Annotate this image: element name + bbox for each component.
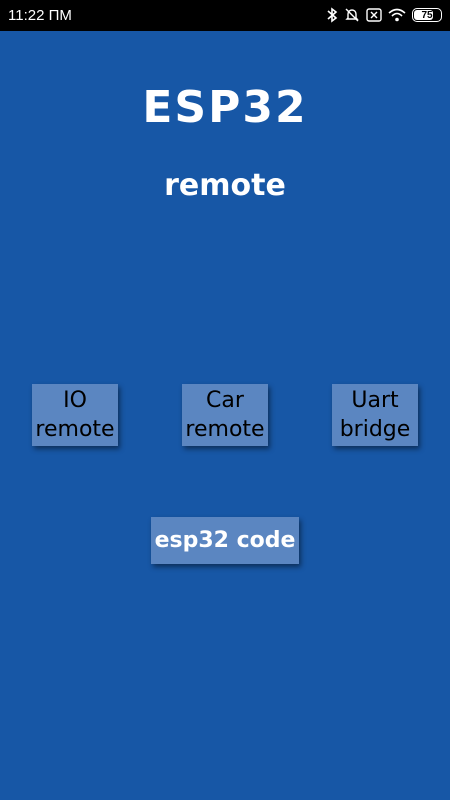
sim-off-icon <box>366 8 382 22</box>
car-remote-button[interactable]: Car remote <box>182 384 268 446</box>
battery-label: 75 <box>421 9 433 21</box>
uart-bridge-label-line2: bridge <box>339 417 411 442</box>
io-remote-button[interactable]: IO remote <box>32 384 118 446</box>
battery-icon: 75 <box>412 8 442 22</box>
app-subtitle: remote <box>164 168 286 203</box>
mute-icon <box>344 7 360 23</box>
status-time: 11:22 ПМ <box>8 7 72 24</box>
status-bar: 11:22 ПМ 75 <box>0 0 450 31</box>
app-title: ESP32 <box>142 82 308 133</box>
car-remote-label-line1: Car <box>206 388 244 413</box>
esp32-code-button[interactable]: esp32 code <box>151 517 299 564</box>
wifi-icon <box>388 8 406 22</box>
uart-bridge-label-line1: Uart <box>351 388 399 413</box>
io-remote-label-line1: IO <box>63 388 87 413</box>
car-remote-label-line2: remote <box>185 417 265 442</box>
esp32-code-label: esp32 code <box>154 528 296 553</box>
uart-bridge-button[interactable]: Uart bridge <box>332 384 418 446</box>
status-icons: 75 <box>326 5 442 25</box>
io-remote-label-line2: remote <box>35 417 115 442</box>
bluetooth-icon <box>326 7 338 23</box>
